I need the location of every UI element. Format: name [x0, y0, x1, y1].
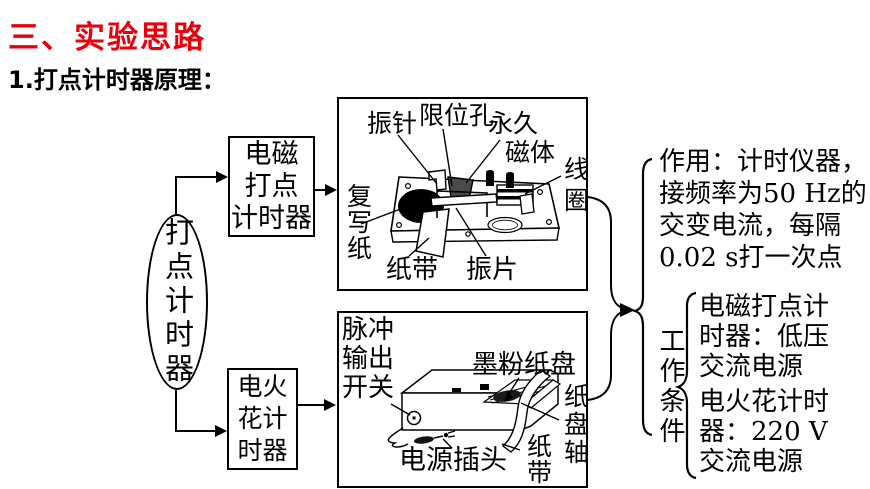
- label-vibrating-blade: 振片: [466, 255, 519, 285]
- spark-box-line3: 时器: [237, 436, 288, 465]
- node-electromagnetic-timer: 电磁 打点 计时器: [228, 136, 315, 237]
- label-power-plug: 电源插头: [399, 445, 507, 476]
- pulse-line2: 输出: [342, 344, 395, 374]
- condition-em-line2: 时器：低压: [699, 322, 830, 352]
- node-spark-timer-label: 电火 花计 时器: [237, 371, 287, 467]
- label-paper-tape-spark: 纸带: [523, 433, 553, 485]
- label-needle: 振针: [367, 109, 418, 138]
- em-box-line1: 电磁: [244, 138, 299, 170]
- spark-box-line2: 花计: [237, 404, 288, 433]
- label-magnet: 磁体: [505, 138, 556, 167]
- condition-em-line1: 电磁打点计: [699, 292, 830, 322]
- label-disc-axle: 纸盘轴: [560, 383, 590, 467]
- conditions-text-block: 电磁打点计 时器：低压 交流电源 电火花计时 器：220 V 交流电源: [699, 292, 829, 477]
- usage-line4: 0.02 s打一次点: [659, 243, 843, 273]
- converge-arrowhead: [620, 303, 635, 317]
- page-title: 三、实验思路: [8, 20, 206, 56]
- label-limit-hole: 限位孔: [419, 101, 495, 130]
- condition-spark: 电火花计时 器：220 V 交流电源: [699, 387, 829, 477]
- condition-spark-line1: 电火花计时: [699, 387, 830, 417]
- pulse-line3: 开关: [342, 373, 395, 403]
- converge-curves: [587, 196, 623, 401]
- root-node-label: 打点计时器: [160, 217, 195, 387]
- usage-line1: 作用：计时仪器，: [659, 147, 868, 177]
- label-permanent: 永久: [488, 109, 539, 138]
- em-box-line2: 打点: [244, 170, 299, 202]
- em-box-line3: 计时器: [231, 202, 312, 234]
- condition-spark-line3: 交流电源: [699, 447, 804, 477]
- pulse-line1: 脉冲: [342, 315, 395, 345]
- outer-brace: [631, 157, 653, 437]
- label-paper-tape-em: 纸带: [386, 255, 439, 285]
- usage-text-block: 作用：计时仪器， 接频率为50 Hz的 交变电流，每隔 0.02 s打一次点: [659, 146, 867, 274]
- usage-line2: 接频率为50 Hz的: [659, 179, 867, 209]
- spark-box-line1: 电火: [237, 372, 288, 401]
- node-electromagnetic-timer-label: 电磁 打点 计时器: [231, 139, 312, 235]
- condition-spark-line2: 器：220 V: [699, 417, 828, 447]
- label-carbon-paper: 复写纸: [343, 183, 373, 261]
- usage-line3: 交变电流，每隔: [659, 211, 842, 241]
- label-pulse-switch: 脉冲 输出 开关: [342, 316, 394, 403]
- condition-em-line3: 交流电源: [699, 352, 804, 382]
- root-node-dot-timer: 打点计时器: [146, 214, 208, 390]
- node-spark-timer: 电火 花计 时器: [227, 368, 298, 470]
- condition-em: 电磁打点计 时器：低压 交流电源: [699, 292, 829, 382]
- label-coil: 线圈: [560, 156, 590, 218]
- working-conditions-label: 工作条件: [655, 327, 685, 447]
- label-toner-disc: 墨粉纸盘: [472, 350, 577, 380]
- section-subtitle: 1.打点计时器原理：: [8, 66, 226, 94]
